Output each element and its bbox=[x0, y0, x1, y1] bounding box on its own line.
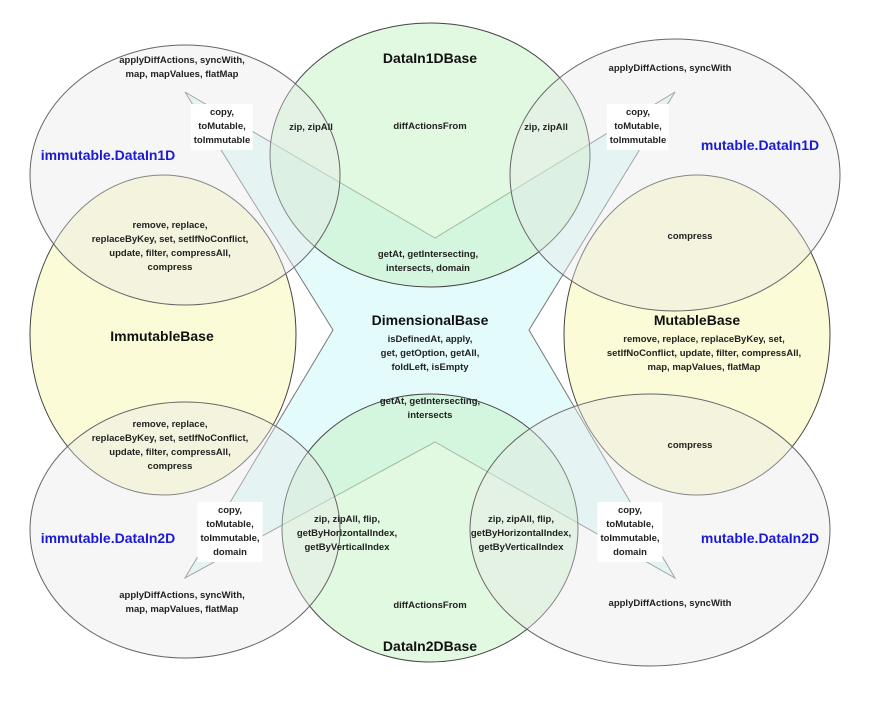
method-line: get, getOption, getAll, bbox=[380, 348, 480, 359]
method-line: compress bbox=[667, 440, 713, 451]
method-line: map, mapValues, flatMap bbox=[125, 604, 239, 615]
overlap-imm2d-data2d: zip, zipAll, flip, getByHorizontalIndex,… bbox=[297, 513, 397, 555]
immutable-1d-ellipse bbox=[29, 44, 341, 306]
method-line: zip, zipAll bbox=[289, 122, 333, 133]
method-line: getAt, getIntersecting, bbox=[377, 249, 479, 260]
method-line: intersects, domain bbox=[386, 263, 470, 274]
method-line: isDefinedAt, apply, bbox=[387, 334, 473, 345]
method-line: foldLeft, isEmpty bbox=[391, 362, 469, 373]
method-line: zip, zipAll, flip, bbox=[314, 514, 380, 525]
mutable-1d-methods: applyDiffActions, syncWith bbox=[609, 62, 732, 76]
method-line: domain bbox=[213, 547, 247, 558]
method-line: compress bbox=[667, 231, 713, 242]
method-line: update, filter, compressAll, bbox=[109, 447, 231, 458]
data2d-base-ellipse bbox=[281, 393, 579, 663]
method-line: toImmutable, bbox=[200, 533, 260, 544]
method-line: applyDiffActions, syncWith bbox=[608, 63, 732, 74]
data1d-base-ellipse bbox=[269, 22, 591, 288]
immutable-base-title: ImmutableBase bbox=[110, 328, 214, 344]
method-line: diffActionsFrom bbox=[393, 121, 467, 132]
method-line: map, mapValues, flatMap bbox=[125, 69, 239, 80]
mutable-base-methods: remove, replace, replaceByKey, set, setI… bbox=[607, 333, 801, 375]
mutable-1d-title: mutable.DataIn1D bbox=[700, 137, 820, 153]
immutable-2d-title: immutable.DataIn2D bbox=[40, 530, 176, 546]
mutable-2d-title: mutable.DataIn2D bbox=[700, 530, 820, 546]
method-line: toMutable, bbox=[614, 121, 662, 132]
overlap-mut2d-data2d: zip, zipAll, flip, getByHorizontalIndex,… bbox=[471, 513, 571, 555]
overlap-data2d-dimensional: getAt, getIntersecting, intersects bbox=[380, 395, 480, 423]
method-line: remove, replace, bbox=[132, 220, 208, 231]
method-line: remove, replace, replaceByKey, set, bbox=[623, 334, 785, 345]
method-line: toMutable, bbox=[198, 121, 246, 132]
method-line: update, filter, compressAll, bbox=[109, 248, 231, 259]
method-line: replaceByKey, set, setIfNoConflict, bbox=[91, 433, 249, 444]
method-line: applyDiffActions, syncWith, bbox=[119, 55, 245, 66]
overlap-mut2d-mutbase: compress bbox=[668, 439, 713, 453]
method-line: toMutable, bbox=[206, 519, 254, 530]
method-line: toMutable, bbox=[606, 519, 654, 530]
data2d-base-title: DataIn2DBase bbox=[382, 638, 478, 654]
overlap-imm1d-immbase: remove, replace, replaceByKey, set, setI… bbox=[92, 219, 249, 275]
immutable-2d-methods: applyDiffActions, syncWith, map, mapValu… bbox=[119, 589, 245, 617]
conversion-label-imm2d: copy, toMutable, toImmutable, domain bbox=[197, 502, 263, 562]
overlap-imm1d-data1d: zip, zipAll bbox=[289, 121, 333, 135]
method-line: copy, bbox=[217, 505, 243, 516]
dimensional-base-methods: isDefinedAt, apply, get, getOption, getA… bbox=[381, 333, 480, 375]
method-line: copy, bbox=[625, 107, 651, 118]
immutable-2d-ellipse bbox=[29, 401, 341, 659]
method-line: applyDiffActions, syncWith, bbox=[119, 590, 245, 601]
mutable-base-ellipse bbox=[563, 174, 831, 496]
method-line: toImmutable bbox=[609, 135, 667, 146]
method-line: getAt, getIntersecting, bbox=[379, 396, 481, 407]
method-line: getByHorizontalIndex, bbox=[470, 528, 572, 539]
method-line: intersects bbox=[407, 410, 453, 421]
method-line: zip, zipAll, flip, bbox=[488, 514, 554, 525]
method-line: zip, zipAll bbox=[524, 122, 568, 133]
overlap-imm2d-immbase: remove, replace, replaceByKey, set, setI… bbox=[92, 418, 249, 474]
overlap-mut1d-data1d: zip, zipAll bbox=[524, 121, 568, 135]
conversion-label-imm1d: copy, toMutable, toImmutable bbox=[190, 104, 254, 150]
method-line: compress bbox=[147, 262, 193, 273]
data1d-base-title: DataIn1DBase bbox=[382, 50, 478, 66]
overlap-data1d-dimensional: getAt, getIntersecting, intersects, doma… bbox=[378, 248, 478, 276]
method-line: toImmutable bbox=[193, 135, 251, 146]
method-line: domain bbox=[613, 547, 647, 558]
method-line: remove, replace, bbox=[132, 419, 208, 430]
mutable-base-title: MutableBase bbox=[653, 312, 741, 328]
immutable-1d-methods: applyDiffActions, syncWith, map, mapValu… bbox=[119, 54, 245, 82]
method-line: compress bbox=[147, 461, 193, 472]
method-line: applyDiffActions, syncWith bbox=[608, 598, 732, 609]
method-line: toImmutable, bbox=[600, 533, 660, 544]
method-line: map, mapValues, flatMap bbox=[647, 362, 761, 373]
method-line: getByVerticalIndex bbox=[304, 542, 390, 553]
mutable-2d-methods: applyDiffActions, syncWith bbox=[609, 597, 732, 611]
data1d-base-methods: diffActionsFrom bbox=[393, 120, 466, 134]
mutable-1d-ellipse bbox=[509, 38, 841, 312]
conversion-label-mut1d: copy, toMutable, toImmutable bbox=[606, 104, 670, 150]
method-line: copy, bbox=[617, 505, 643, 516]
overlap-mut1d-mutbase: compress bbox=[668, 230, 713, 244]
immutable-base-ellipse bbox=[29, 174, 297, 496]
method-line: copy, bbox=[209, 107, 235, 118]
conversion-label-mut2d: copy, toMutable, toImmutable, domain bbox=[597, 502, 663, 562]
immutable-1d-title: immutable.DataIn1D bbox=[40, 147, 176, 163]
method-line: getByVerticalIndex bbox=[478, 542, 564, 553]
method-line: replaceByKey, set, setIfNoConflict, bbox=[91, 234, 249, 245]
dimensional-base-title: DimensionalBase bbox=[371, 312, 489, 328]
method-line: setIfNoConflict, update, filter, compres… bbox=[606, 348, 802, 359]
method-line: diffActionsFrom bbox=[393, 600, 467, 611]
method-line: getByHorizontalIndex, bbox=[296, 528, 398, 539]
data2d-base-methods: diffActionsFrom bbox=[393, 599, 466, 613]
